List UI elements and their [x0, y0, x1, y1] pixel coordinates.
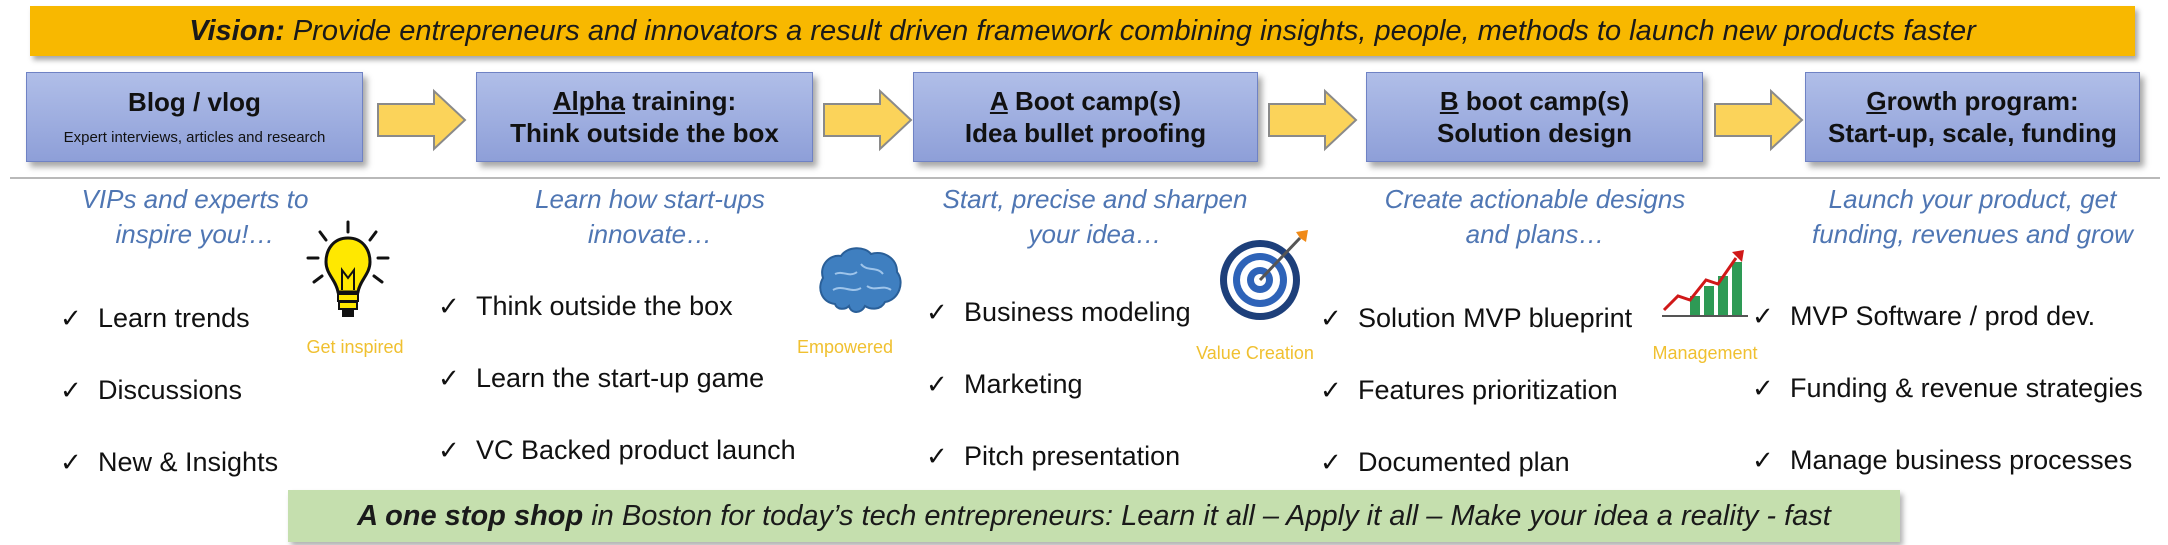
list-item: ✓MVP Software / prod dev. — [1752, 300, 2096, 331]
list-item: ✓Documented plan — [1320, 446, 1570, 477]
bullet-list: ✓Think outside the box ✓Learn the start-… — [438, 270, 796, 486]
bottom-banner-bold: A one stop shop — [357, 499, 584, 532]
vision-text: Provide entrepreneurs and innovators a r… — [292, 14, 1976, 47]
icon-caption: Value Creation — [1196, 343, 1314, 363]
checkmark-icon: ✓ — [926, 440, 948, 471]
bottom-banner-text: in Boston for today’s tech entrepreneurs… — [591, 499, 1831, 532]
stage-title: training: — [625, 85, 737, 116]
icon-caption: Empowered — [796, 337, 894, 357]
tagline: VIPs and experts to inspire you!… — [81, 184, 309, 250]
checkmark-icon: ✓ — [60, 302, 82, 333]
stage-title: rowth program: — [1886, 85, 2079, 116]
bullet-list: ✓Solution MVP blueprint ✓Features priori… — [1320, 282, 1632, 498]
checkmark-icon: ✓ — [926, 296, 948, 327]
stage-blog-vlog: Blog / vlog Expert interviews, articles … — [26, 72, 363, 162]
stage-title-initial: Alpha — [552, 85, 625, 116]
bullet-list: ✓Business modeling ✓Marketing ✓Pitch pre… — [926, 276, 1191, 492]
list-item: ✓VC Backed product launch — [438, 434, 796, 465]
divider — [10, 177, 2160, 179]
stage-growth-program: Growth program: Start-up, scale, funding — [1805, 72, 2140, 162]
stage-title: Boot camp(s) — [1007, 85, 1182, 116]
checkmark-icon: ✓ — [1320, 374, 1342, 405]
list-item: ✓Marketing — [926, 368, 1083, 399]
stage-subtitle: Solution design — [1437, 118, 1632, 148]
stage-title-initial: A — [989, 85, 1008, 116]
checkmark-icon: ✓ — [926, 368, 948, 399]
stage-subtitle: Start-up, scale, funding — [1828, 118, 2117, 148]
stage-title-initial: G — [1866, 85, 1887, 116]
icon-caption: Management — [1652, 343, 1758, 363]
list-item: ✓Funding & revenue strategies — [1752, 372, 2143, 403]
list-item: ✓Business modeling — [926, 296, 1191, 327]
tagline: Launch your product, get funding, revenu… — [1812, 184, 2133, 250]
stage-title: Blog / vlog — [128, 87, 261, 118]
stage-title: boot camp(s) — [1458, 85, 1630, 116]
checkmark-icon: ✓ — [438, 434, 460, 465]
list-item: ✓Learn trends — [60, 302, 250, 333]
checkmark-icon: ✓ — [1752, 444, 1774, 475]
stage-subtitle: Idea bullet proofing — [964, 118, 1207, 148]
flow-arrow-icon — [1714, 88, 1804, 152]
list-item: ✓Features prioritization — [1320, 374, 1618, 405]
list-item: ✓Manage business processes — [1752, 444, 2133, 475]
brain-icon — [819, 247, 902, 313]
list-item: ✓Learn the start-up game — [438, 362, 765, 393]
stage-alpha-training: Alpha training: Think outside the box — [476, 72, 813, 162]
list-item: ✓Solution MVP blueprint — [1320, 302, 1633, 333]
bullet-list: ✓MVP Software / prod dev. ✓Funding & rev… — [1752, 280, 2143, 496]
stage-a-boot-camp: A Boot camp(s) Idea bullet proofing — [913, 72, 1258, 162]
target-icon — [1220, 230, 1308, 320]
checkmark-icon: ✓ — [1752, 372, 1774, 403]
vision-label: Vision: — [189, 14, 285, 47]
flow-arrow-icon — [823, 88, 913, 152]
bullet-list: ✓Learn trends ✓Discussions ✓New & Insigh… — [60, 282, 278, 498]
growth-chart-icon — [1662, 250, 1748, 317]
checkmark-icon: ✓ — [438, 290, 460, 321]
stage-subtitle: Expert interviews, articles and research — [63, 128, 326, 146]
checkmark-icon: ✓ — [438, 362, 460, 393]
icon-caption: Get inspired — [306, 337, 404, 357]
list-item: ✓Discussions — [60, 374, 243, 405]
vision-banner: Vision: Provide entrepreneurs and innova… — [30, 6, 2135, 56]
tagline: Create actionable designs and plans… — [1384, 184, 1686, 250]
list-item: ✓Pitch presentation — [926, 440, 1181, 471]
bottom-banner: A one stop shop in Boston for today’s te… — [288, 490, 1900, 542]
list-item: ✓Think outside the box — [438, 290, 733, 321]
stage-title-initial: B — [1439, 85, 1459, 116]
checkmark-icon: ✓ — [60, 374, 82, 405]
tagline: Start, precise and sharpen your idea… — [942, 184, 1248, 250]
checkmark-icon: ✓ — [1752, 300, 1774, 331]
checkmark-icon: ✓ — [1320, 302, 1342, 333]
tagline: Learn how start-ups innovate… — [535, 184, 765, 250]
stage-subtitle: Think outside the box — [510, 118, 779, 148]
list-item: ✓New & Insights — [60, 446, 279, 477]
lightbulb-icon — [306, 220, 390, 317]
checkmark-icon: ✓ — [1320, 446, 1342, 477]
checkmark-icon: ✓ — [60, 446, 82, 477]
flow-arrow-icon — [377, 88, 467, 152]
flow-arrow-icon — [1268, 88, 1358, 152]
stage-b-boot-camp: B boot camp(s) Solution design — [1366, 72, 1703, 162]
